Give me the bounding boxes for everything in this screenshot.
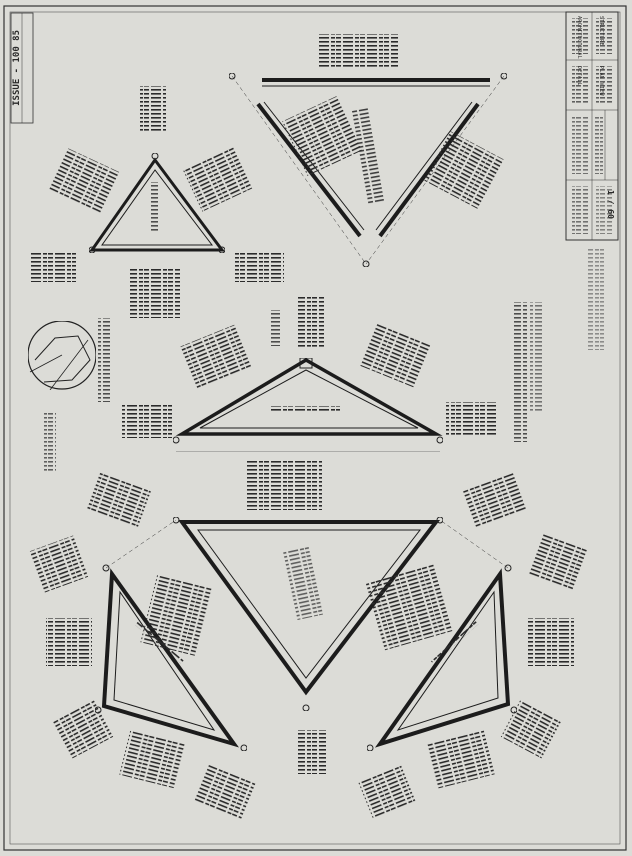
sheet-border: [3, 5, 627, 851]
table-low-7: [46, 618, 92, 666]
title-block-line-3: DETAIL: [576, 66, 582, 86]
issue-label: ISSUE - 100 85: [12, 30, 22, 106]
title-block-line-2: PLAN VIEW: [598, 66, 604, 96]
table-low-1: [86, 471, 152, 529]
table-mid-leftside: [122, 404, 172, 438]
detail-note: [98, 318, 110, 402]
table-low-11: [119, 729, 185, 789]
table-low-13: [298, 730, 326, 774]
table-low-2: [462, 471, 528, 529]
table-ul-rightbottom: [234, 252, 284, 282]
table-ul-leftbottom: [30, 252, 76, 282]
triangle-lower-center: [172, 516, 444, 712]
title-block: [565, 11, 619, 241]
table-mid-top: [298, 296, 324, 348]
table-ur-right: [424, 131, 504, 209]
side-note-right: [588, 248, 604, 350]
title-block-line-1: STRUCTURE: [598, 16, 604, 46]
table-ur-top: [318, 34, 398, 68]
table-low-15: [358, 764, 416, 820]
title-block-company: ARCHITECTURAL: [576, 16, 582, 60]
table-low-8: [528, 618, 574, 666]
table-low-12: [427, 729, 495, 789]
table-ul-top: [140, 86, 166, 132]
table-low-14: [194, 764, 256, 820]
table-mid-right: [359, 322, 431, 388]
table-mid-rightside: [446, 402, 496, 436]
table-ul-left: [48, 148, 120, 214]
table-ur-left: [282, 96, 362, 176]
triangle-lower-right: [366, 519, 518, 752]
table-low-3: [29, 535, 89, 593]
table-low-4: [527, 533, 589, 591]
triangle-upper-right: [228, 72, 508, 268]
table-low-5: [140, 574, 212, 656]
issue-box: [10, 12, 34, 124]
sheet-number: 1 / 60: [606, 190, 615, 219]
triangle-middle: [172, 357, 444, 453]
table-mid-left: [179, 324, 253, 390]
detail-circle: [27, 320, 97, 391]
table-low-6: [365, 563, 453, 651]
table-ul-right: [182, 146, 254, 212]
table-mid-bottom: [246, 460, 322, 510]
table-ul-bottom: [130, 268, 180, 318]
general-notes: [514, 302, 528, 442]
triangle-upper-left: [88, 152, 226, 254]
table-low-9: [52, 699, 114, 759]
table-low-10: [500, 699, 562, 759]
